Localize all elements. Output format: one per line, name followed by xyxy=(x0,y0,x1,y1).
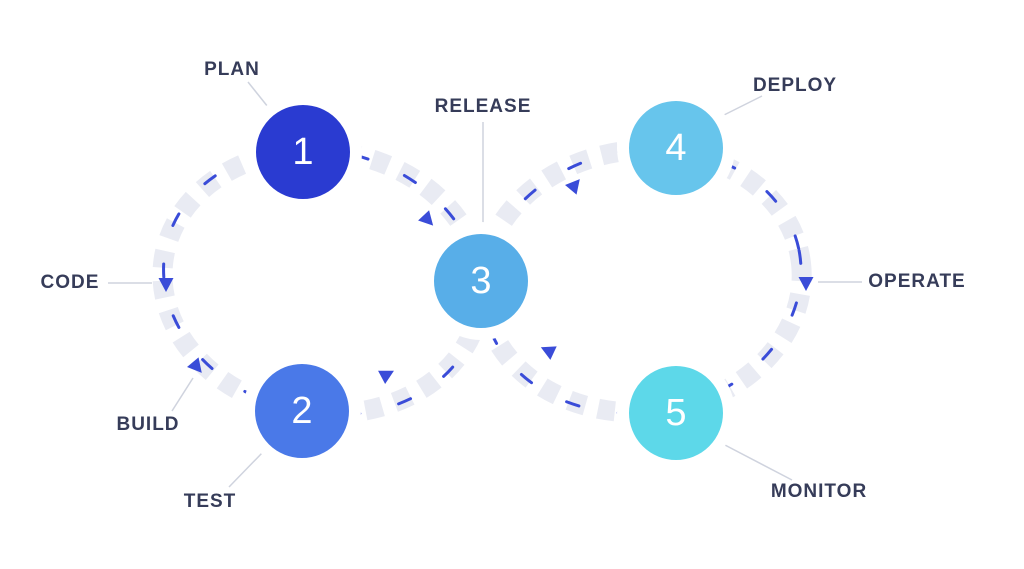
label-monitor: MONITOR xyxy=(770,481,868,502)
label-operate: OPERATE xyxy=(868,271,966,292)
flow-arrow-release-deploy-icon xyxy=(565,179,580,195)
stage-number-deploy: 4 xyxy=(665,127,687,169)
stage-number-monitor: 5 xyxy=(665,392,687,434)
stage-circle-plan: 1 xyxy=(244,93,362,211)
monitor-connector-line xyxy=(722,443,793,481)
stage-number-test: 2 xyxy=(291,390,313,432)
label-plan: PLAN xyxy=(204,59,260,80)
test-connector-line xyxy=(228,451,264,488)
flow-arrow-test-release-icon xyxy=(378,370,394,384)
stage-number-release: 3 xyxy=(470,260,492,302)
label-test: TEST xyxy=(183,491,237,512)
label-code: CODE xyxy=(40,272,100,293)
flow-arrow-build-icon xyxy=(187,357,202,373)
flow-arrow-code-icon xyxy=(158,278,174,292)
label-build: BUILD xyxy=(116,414,180,435)
stage-number-plan: 1 xyxy=(292,131,314,173)
stage-circle-release: 3 xyxy=(422,222,540,340)
label-deploy: DEPLOY xyxy=(752,75,838,96)
flow-arrow-monitor-release-icon xyxy=(540,346,557,360)
stage-circle-test: 2 xyxy=(243,352,361,470)
deploy-connector-line xyxy=(717,95,763,119)
build-connector-line xyxy=(171,377,194,412)
stage-circle-deploy: 4 xyxy=(617,89,735,207)
flow-arrow-icon xyxy=(418,210,434,226)
label-release: RELEASE xyxy=(434,96,532,117)
flow-dashes-right xyxy=(481,147,803,415)
stage-circle-monitor: 5 xyxy=(617,354,735,472)
flow-arrow-operate-icon xyxy=(798,277,814,291)
